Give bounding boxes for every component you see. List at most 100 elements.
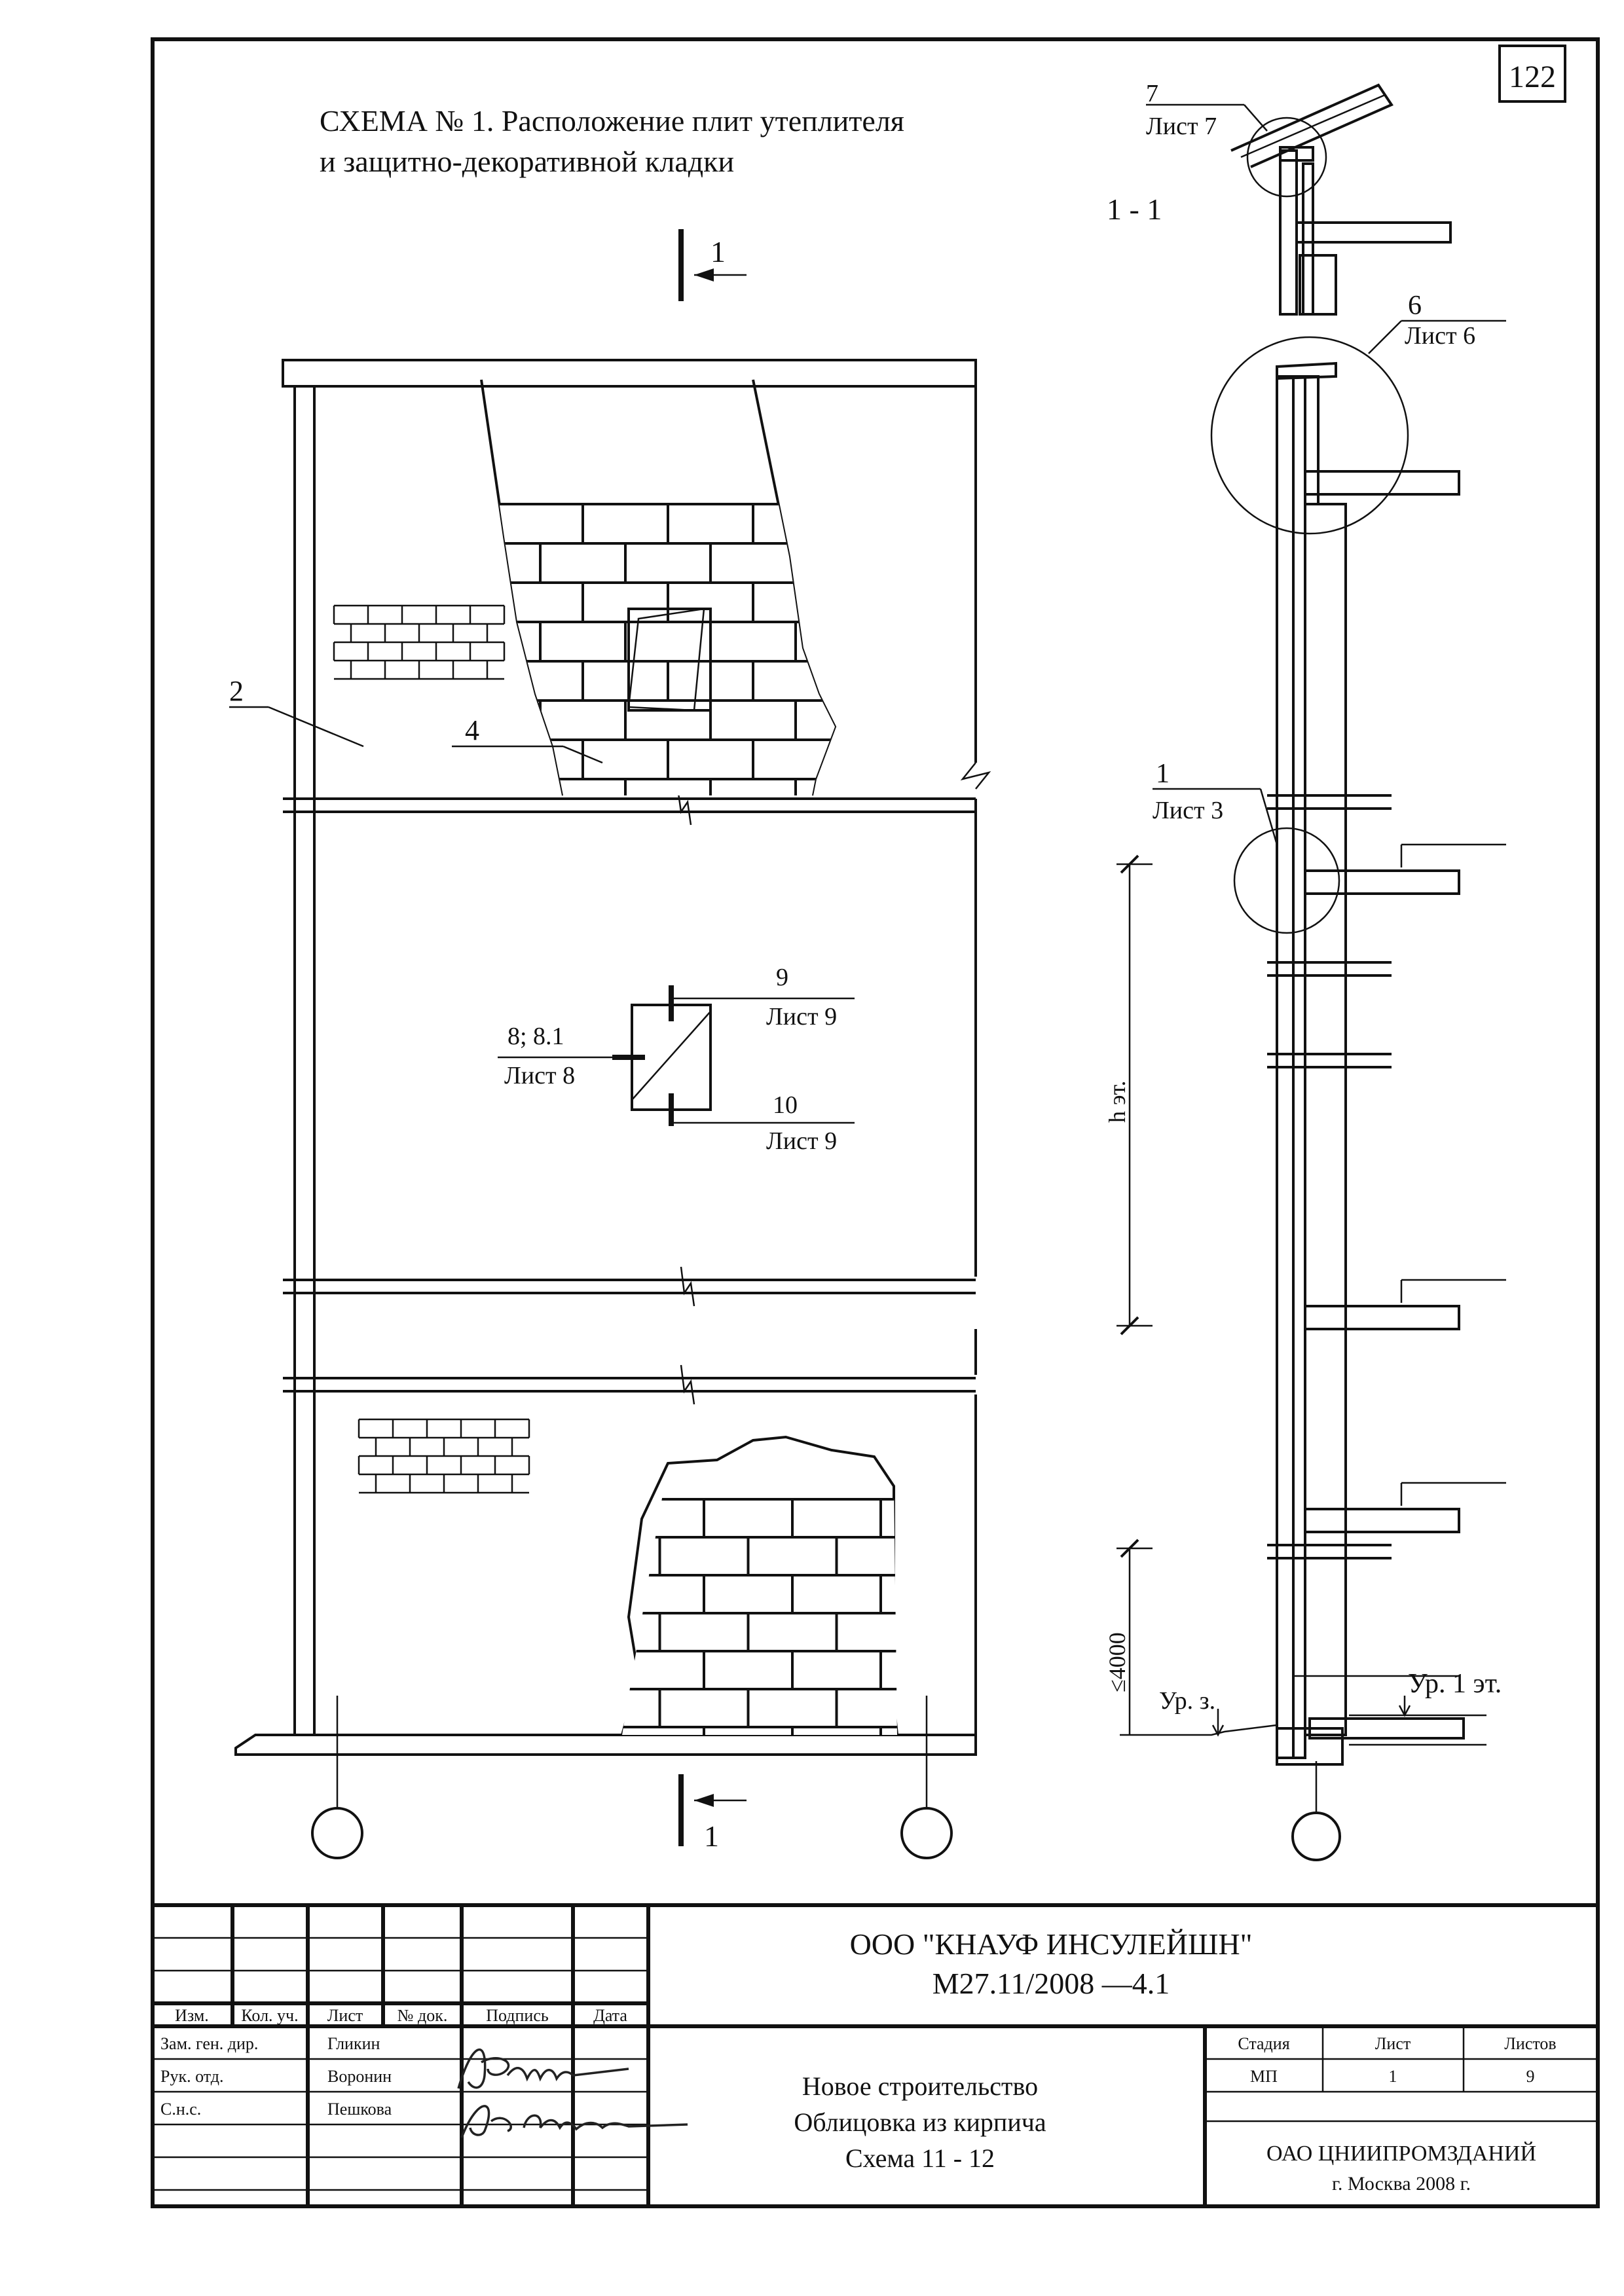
facing-brick	[539, 542, 627, 584]
role-3: С.н.с.	[160, 2100, 201, 2119]
facing-brick	[658, 1612, 750, 1652]
facing-brick	[879, 1574, 897, 1614]
facing-brick	[622, 1650, 705, 1690]
callout-4: 4	[465, 714, 479, 746]
col-header: Кол. уч.	[241, 2006, 298, 2025]
facing-brick	[752, 581, 835, 623]
first-floor-level-label: Ур. 1 эт.	[1408, 1669, 1502, 1699]
callout-1-num: 1	[1156, 759, 1170, 789]
dimension-h-floor: h эт.	[1104, 854, 1153, 1336]
callout-7-sheet: Лист 7	[1146, 113, 1217, 140]
facing-brick	[496, 581, 584, 623]
facing-brick	[496, 660, 584, 702]
callout-8-num: 8; 8.1	[507, 1023, 564, 1050]
dimension-max-height: ≤4000	[1104, 1539, 1153, 1735]
project-line-1: Новое строительство	[802, 2071, 1038, 2101]
col-header: № док.	[397, 2006, 448, 2025]
section-cut-bottom-label: 1	[704, 1819, 719, 1853]
facing-brick	[794, 699, 835, 741]
col-header: Лист	[327, 2006, 363, 2025]
sheet-frame	[151, 37, 1600, 2208]
facing-brick	[791, 1650, 882, 1690]
callout-9-sheet: Лист 9	[766, 1003, 837, 1030]
facing-brick	[539, 699, 627, 741]
facing-brick	[624, 699, 712, 741]
signature-voronin	[457, 2048, 629, 2089]
callout-6-sheet: Лист 6	[1405, 322, 1475, 350]
facing-brick	[667, 503, 754, 545]
sheets-value: 9	[1526, 2067, 1535, 2086]
facing-brick	[794, 542, 835, 584]
vent-detail-marker	[612, 985, 712, 1126]
facing-brick	[709, 778, 797, 795]
facing-brick	[791, 1574, 882, 1614]
project-line-2: Облицовка из кирпича	[794, 2107, 1046, 2137]
brick-cutaway-top	[481, 503, 835, 795]
callout-6-num: 6	[1408, 291, 1422, 321]
facade-elevation	[229, 359, 991, 1859]
brick-pattern-patch-bottom	[358, 1418, 530, 1494]
company-name: ООО "КНАУФ ИНСУЛЕЙШН"	[850, 1927, 1253, 1961]
schema-title-line2: и защитно-декоративной кладки	[320, 145, 734, 178]
sheets-header: Листов	[1504, 2034, 1556, 2053]
facing-brick	[791, 1726, 882, 1735]
schema-title-line1: СХЕМА № 1. Расположение плит утеплителя	[320, 104, 904, 137]
facing-brick	[658, 1536, 750, 1576]
callout-2: 2	[229, 675, 244, 707]
col-header: Дата	[593, 2006, 627, 2025]
callout-10-num: 10	[773, 1091, 798, 1119]
sheet-value: 1	[1389, 2067, 1397, 2086]
callout-8-sheet: Лист 8	[504, 1062, 575, 1089]
facing-brick	[581, 738, 669, 780]
facing-brick	[709, 542, 797, 584]
callout-1-sheet: Лист 3	[1153, 797, 1223, 824]
wall-section	[1120, 83, 1506, 1861]
facing-brick	[622, 1726, 705, 1735]
facing-brick	[581, 660, 669, 702]
role-2: Рук. отд.	[160, 2067, 224, 2086]
facing-brick	[835, 1612, 897, 1652]
facing-brick	[752, 738, 835, 780]
doc-code: М27.11/2008 —4.1	[932, 1967, 1170, 2000]
facing-brick	[747, 1536, 838, 1576]
stage-value: МП	[1250, 2067, 1278, 2086]
facing-brick	[794, 621, 835, 663]
facing-brick	[481, 542, 542, 584]
org-line-2: г. Москва 2008 г.	[1332, 2173, 1471, 2195]
facing-brick	[879, 1726, 897, 1735]
callout-9-num: 9	[776, 964, 788, 991]
facing-brick	[539, 621, 627, 663]
name-3: Пешкова	[327, 2100, 392, 2119]
section-cut-top: 1	[678, 229, 747, 301]
signature-peshkova	[460, 2105, 688, 2138]
facing-brick	[835, 1536, 897, 1576]
facing-brick	[622, 1688, 661, 1728]
sheet-number-box: 122	[1498, 45, 1566, 103]
stage-header: Стадия	[1238, 2034, 1289, 2053]
facing-brick	[747, 1688, 838, 1728]
facing-brick	[879, 1650, 897, 1690]
project-line-3: Схема 11 - 12	[845, 2143, 995, 2173]
facing-brick	[624, 778, 712, 795]
callout-10-sheet: Лист 9	[766, 1127, 837, 1155]
dimension-max-height-label: ≤4000	[1104, 1632, 1130, 1692]
facing-brick	[703, 1650, 794, 1690]
facing-brick	[752, 503, 835, 545]
org-line-1: ОАО ЦНИИПРОМЗДАНИЙ	[1266, 2141, 1536, 2166]
role-1: Зам. ген. дир.	[160, 2034, 258, 2053]
facing-brick	[622, 1498, 705, 1539]
section-label: 1 - 1	[1107, 192, 1162, 226]
facing-brick	[752, 660, 835, 702]
facing-brick	[581, 503, 669, 545]
facing-brick	[709, 699, 797, 741]
callout-7-num: 7	[1146, 80, 1158, 107]
facing-brick	[703, 1726, 794, 1735]
section-cut-top-label: 1	[710, 235, 726, 268]
facing-brick	[667, 738, 754, 780]
facing-brick	[703, 1574, 794, 1614]
section-cut-bottom: 1	[678, 1774, 747, 1853]
facing-brick	[658, 1688, 750, 1728]
facing-brick	[791, 1498, 882, 1539]
